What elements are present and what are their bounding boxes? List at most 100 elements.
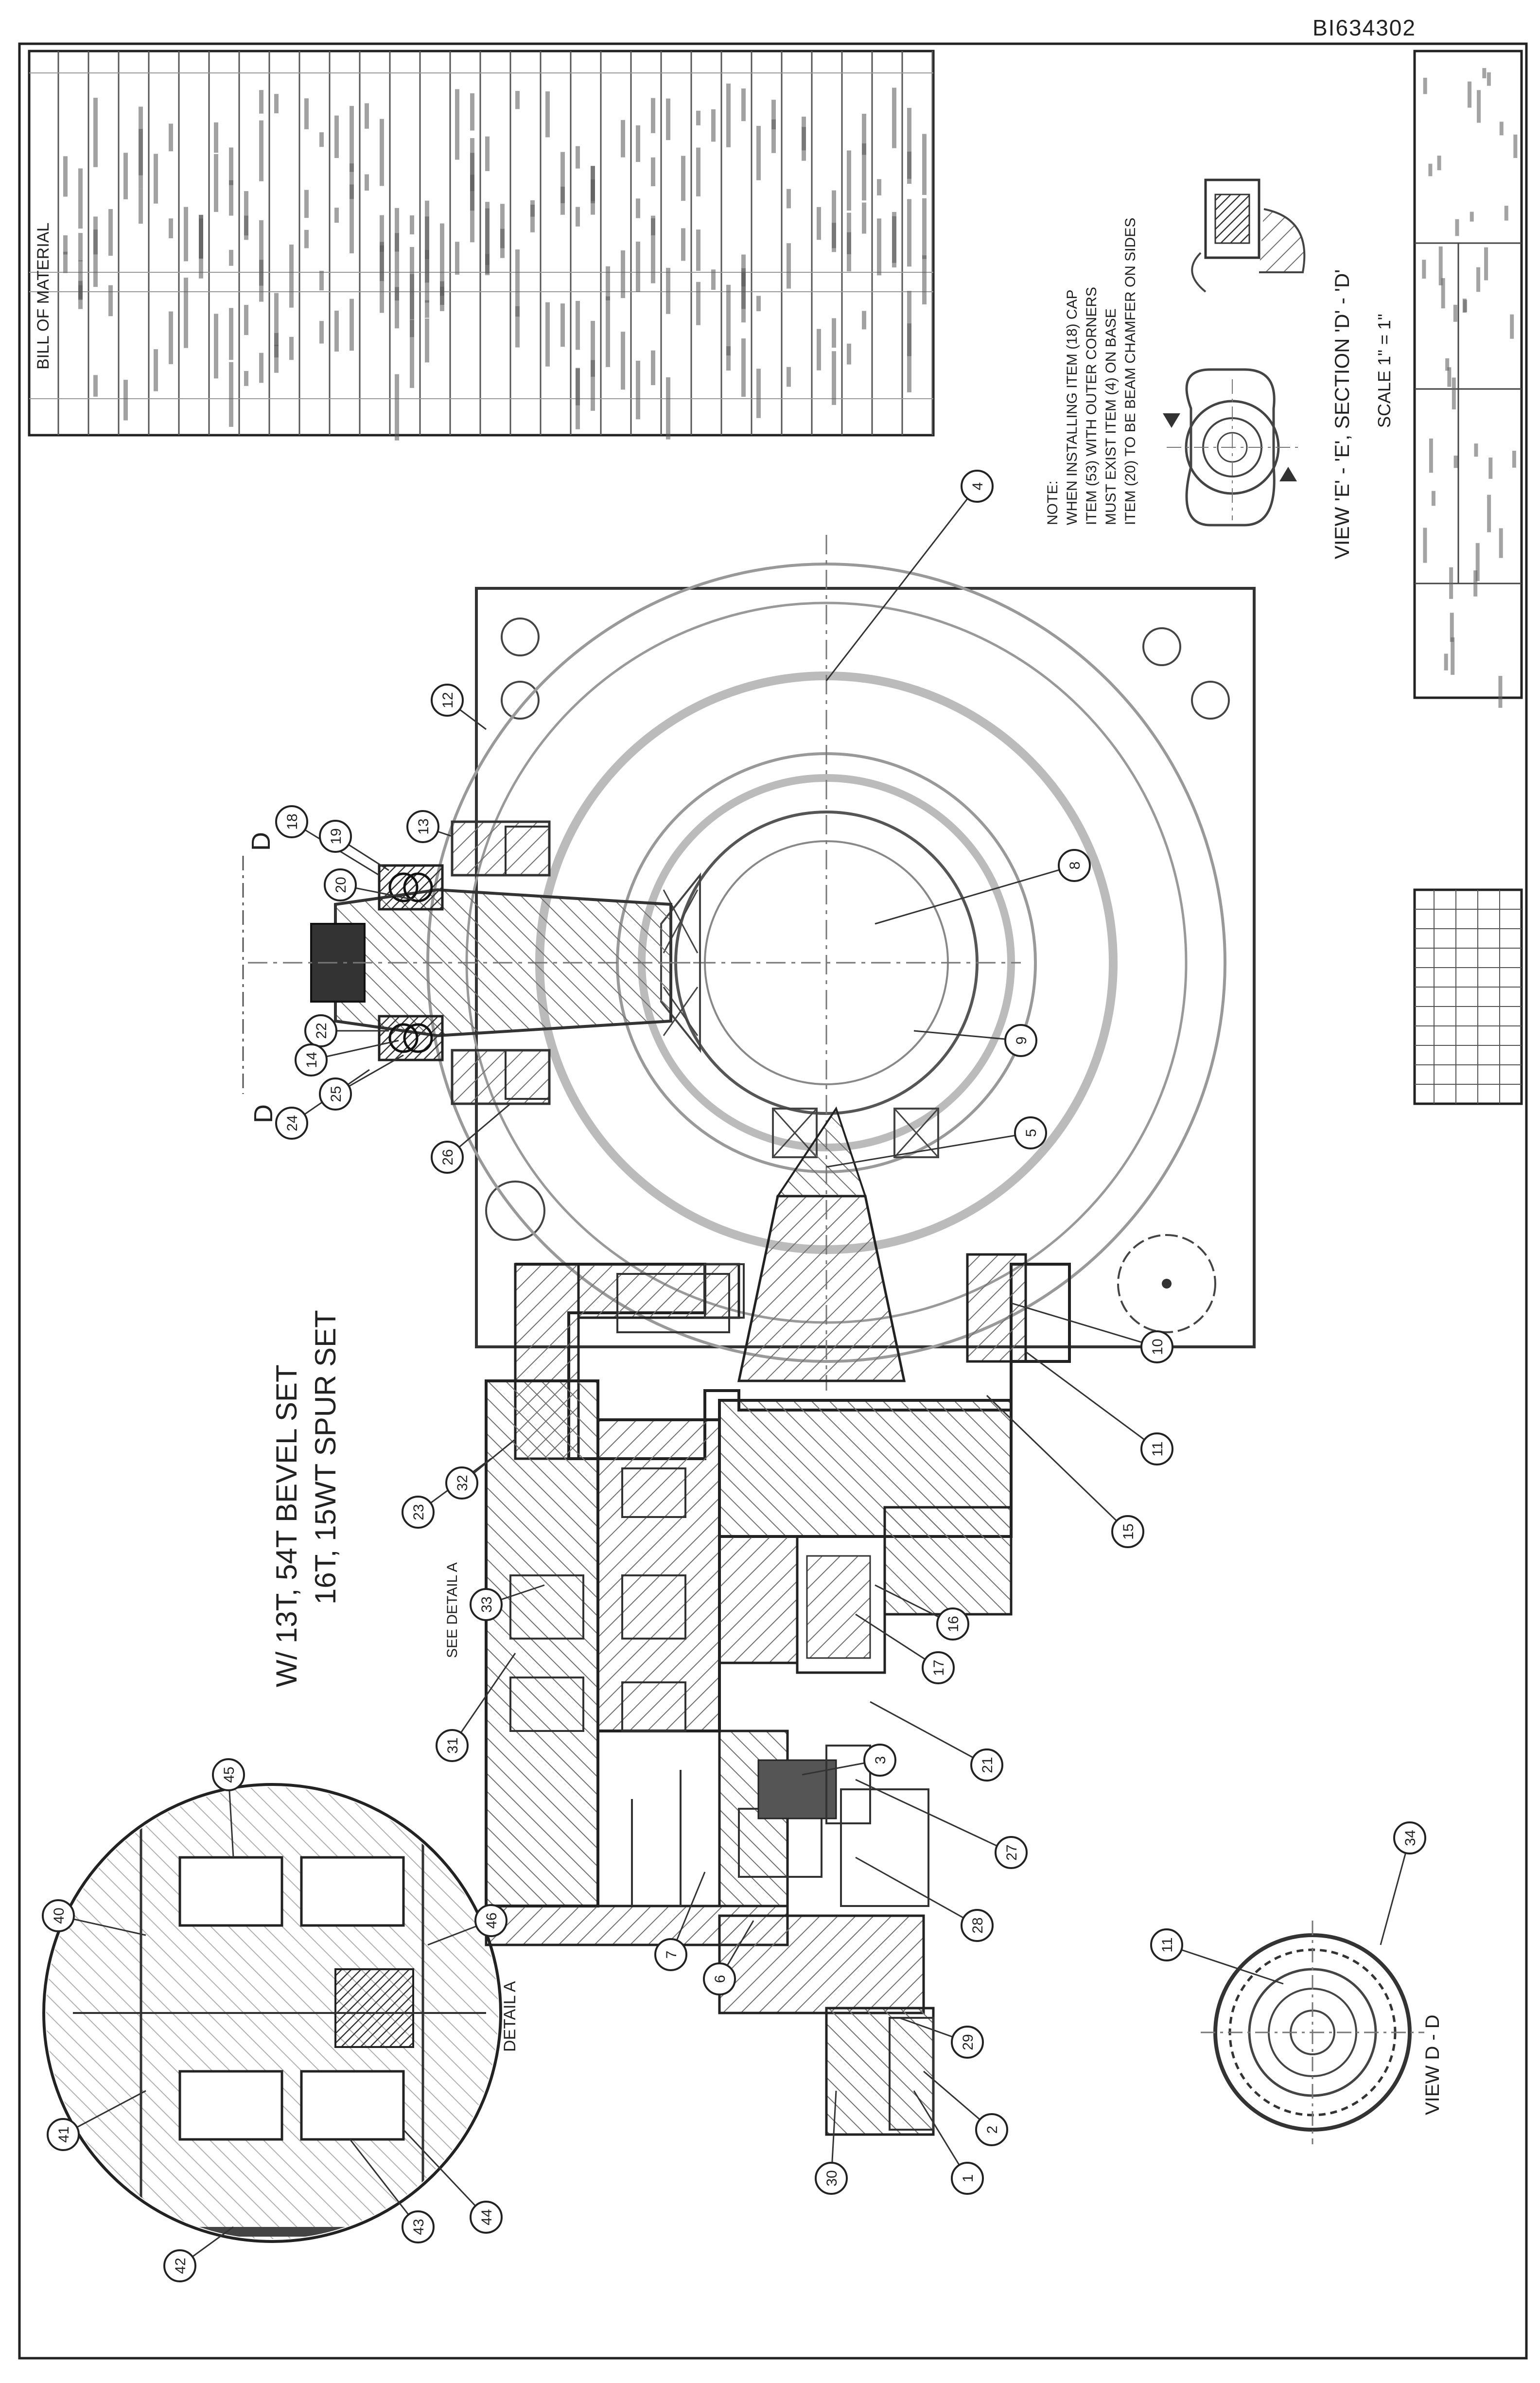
bom-entry-mark (726, 284, 731, 356)
title-block-mark (1513, 134, 1518, 158)
bom-entry-mark (350, 106, 354, 172)
item-balloon-main: 12 (431, 684, 464, 717)
balloon-circle (47, 2118, 80, 2151)
bom-entry-mark (289, 245, 294, 308)
bom-entry-mark (651, 218, 655, 283)
title-block-mark (1512, 450, 1516, 468)
balloon-circle (961, 470, 994, 503)
balloon-circle (304, 1014, 337, 1047)
title-block-mark (1444, 653, 1448, 671)
bom-entry-mark (681, 156, 685, 201)
bom-entry-mark (711, 269, 716, 290)
balloon-label: 12 (440, 692, 456, 708)
item-balloon-main: 3 (863, 1744, 896, 1777)
bom-entry-mark (169, 311, 173, 364)
bom-entry-mark (832, 190, 836, 248)
bom-entry-mark (621, 250, 625, 299)
bom-entry-mark (425, 300, 429, 318)
balloon-circle (951, 2026, 984, 2059)
bom-entry-mark (591, 166, 595, 215)
item-balloon-main: 10 (1140, 1330, 1173, 1363)
bom-entry-mark (832, 223, 836, 252)
bom-entry-mark (922, 255, 927, 305)
bom-entry-mark (696, 282, 700, 325)
bom-entry-mark (560, 303, 565, 347)
item-balloon-detail: 44 (470, 2201, 503, 2234)
bom-entry-mark (289, 336, 294, 360)
item-balloon-main: 5 (1014, 1116, 1047, 1149)
balloon-label: 17 (931, 1659, 947, 1676)
bom-entry-mark (93, 375, 98, 397)
balloon-label: 33 (479, 1596, 495, 1612)
balloon-circle (1111, 1515, 1144, 1548)
leader-line (826, 1132, 1031, 1168)
balloon-circle (406, 810, 439, 843)
item-balloons: 1819202214252426131248951011151617212728… (42, 470, 1426, 2282)
item-balloon-main: 21 (970, 1748, 1003, 1782)
bom-entry-mark (576, 207, 580, 227)
bom-entry-mark (259, 260, 263, 302)
balloon-circle (961, 1909, 994, 1942)
title-block-mark (1482, 68, 1487, 78)
item-balloon-main: 33 (470, 1588, 503, 1621)
balloon-label: 15 (1120, 1523, 1137, 1539)
bom-entry-mark (334, 115, 339, 158)
balloon-circle (402, 2210, 435, 2243)
section-letter-bottom: D (249, 1104, 278, 1123)
bom-entry-mark (123, 380, 128, 421)
balloon-label: 24 (284, 1115, 300, 1131)
balloon-label: 11 (1150, 1441, 1166, 1456)
bom-entry-mark (259, 353, 263, 383)
item-balloon-main: 27 (995, 1836, 1028, 1869)
bom-entry-mark (304, 229, 309, 248)
bom-entry-mark (395, 374, 399, 441)
bom-entry-mark (229, 362, 233, 427)
bom-entry-mark (485, 136, 490, 171)
view-dd: VIEW D - D (1201, 1921, 1443, 2144)
bom-entry-mark (787, 367, 791, 387)
balloon-label: 14 (304, 1052, 320, 1068)
leader-line (1025, 1351, 1157, 1450)
item-balloon-main: 28 (961, 1909, 994, 1942)
bom-entry-mark (681, 228, 685, 261)
balloon-label: 28 (970, 1917, 986, 1933)
bom-entry-mark (787, 243, 791, 289)
bom-entry-mark (741, 272, 746, 309)
balloon-circle (431, 1141, 464, 1174)
bom-entry-mark (726, 83, 731, 147)
balloon-label: 1 (960, 2174, 976, 2183)
balloon-label: 31 (445, 1737, 461, 1753)
balloon-circle (970, 1748, 1003, 1782)
bom-entry-mark (485, 208, 490, 275)
title-block-mark (1473, 570, 1478, 597)
leader-line (825, 486, 978, 681)
gear-spec-line-1: W/ 13T, 54T BEVEL SET (270, 1364, 303, 1687)
balloon-circle (1014, 1116, 1047, 1149)
note-line-1: NOTE: (1045, 480, 1061, 525)
title-block-mark (1499, 122, 1504, 136)
bom-entry-mark (636, 360, 640, 420)
bom-entry-mark (741, 338, 746, 397)
title-block-mark (1476, 267, 1481, 292)
title-block-mark (1429, 438, 1433, 473)
bom-entry-mark (606, 266, 610, 300)
item-balloon-detail: 45 (212, 1758, 245, 1791)
balloon-circle (951, 2162, 984, 2195)
bom-entry-mark (410, 215, 414, 235)
view-ee-flange (1163, 368, 1298, 527)
item-balloon-main: 16 (936, 1607, 969, 1641)
item-balloon-main: 11 (1140, 1432, 1173, 1465)
title-block-mark (1498, 676, 1503, 708)
balloon-label: 44 (479, 2209, 495, 2225)
bom-entry-mark (726, 346, 731, 371)
balloon-label: 5 (1023, 1129, 1039, 1137)
bom-entry-mark (862, 143, 866, 201)
bom-entry-mark (515, 91, 520, 109)
item-balloon-main: 9 (1004, 1024, 1037, 1057)
bom-entry-mark (922, 198, 927, 259)
title-block-mark (1451, 637, 1455, 675)
balloon-label: 16 (945, 1616, 962, 1632)
item-balloon-main: 23 (402, 1496, 435, 1529)
